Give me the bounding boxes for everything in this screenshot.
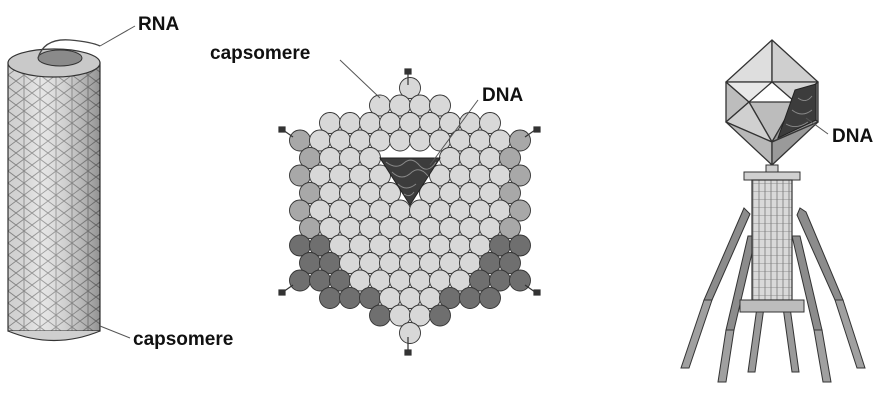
dna-label-phage: DNA [832,126,873,147]
capsomere-unit [390,130,411,151]
capsomere-unit [460,288,481,309]
rna-label: RNA [138,14,179,35]
capsomere-unit [370,305,391,326]
rod-bottom-rim [8,331,100,341]
capsomere-unit [430,305,451,326]
phage-base-plate [740,300,804,312]
capsomere-grid [290,78,531,344]
polyhedral-virus: capsomere DNA [210,43,540,355]
capsomere-leader-line-1 [100,326,130,338]
capsomere-unit [290,270,311,291]
capsomere-unit [340,288,361,309]
capsomere-unit [320,288,341,309]
capsomere-label-polyhedral: capsomere [210,43,310,64]
rna-leader-line [100,26,135,46]
rod-virus: RNA capsomere [8,14,233,350]
capsomere-label-rod: capsomere [133,329,233,350]
rod-shading [8,63,100,331]
rna-core [38,50,82,66]
bacteriophage: DNA [681,40,873,382]
capsomere-unit [510,270,531,291]
capsomere-unit [410,130,431,151]
phage-collar [744,172,800,180]
capsomere-unit [400,323,421,344]
capsomere-leader-line-2 [340,60,380,98]
dna-label-polyhedral: DNA [482,85,523,106]
capsomere-unit [480,288,501,309]
phage-tail-sheath [752,180,792,300]
